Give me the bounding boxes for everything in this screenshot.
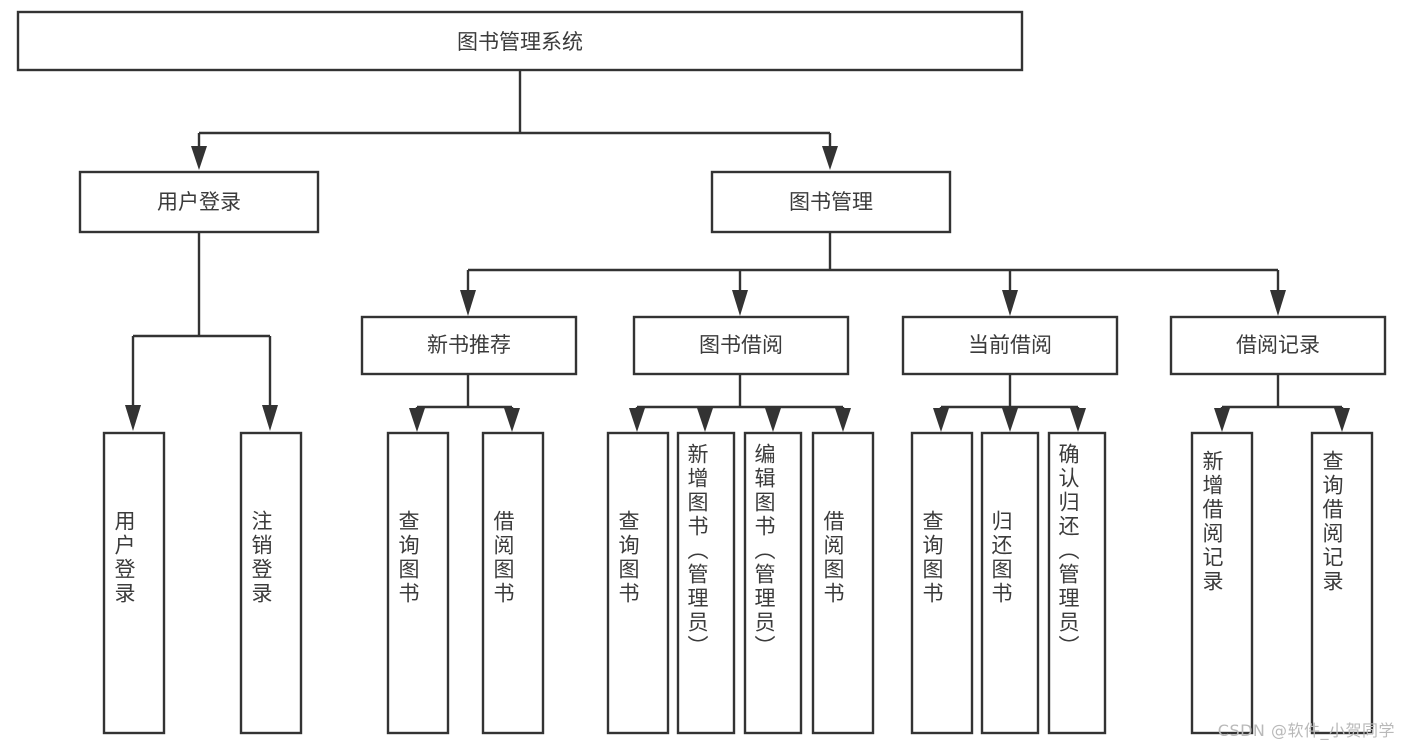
node-box-leaf-add-record[interactable] — [1190, 431, 1254, 735]
connector-group-root — [191, 70, 838, 170]
connector-group-current-borrow — [933, 374, 1086, 432]
arrow-to-current-borrow — [1002, 290, 1018, 316]
node-box-borrow-record[interactable] — [1169, 315, 1387, 376]
arrow-to-leaf-query-book-1 — [409, 408, 425, 432]
node-box-book-borrow[interactable] — [632, 315, 850, 376]
arrow-to-leaf-return-book — [1002, 408, 1018, 432]
arrow-to-borrow-record — [1270, 290, 1286, 316]
node-box-leaf-query-record[interactable] — [1310, 431, 1374, 735]
node-label-book-manage: 图书管理 — [789, 190, 873, 214]
node-label-new-book-rec: 新书推荐 — [427, 333, 511, 357]
node-box-current-borrow[interactable] — [901, 315, 1119, 376]
node-box-leaf-user-login[interactable] — [102, 431, 166, 735]
arrow-to-user-login — [191, 146, 207, 170]
node-box-root[interactable] — [16, 10, 1024, 72]
node-box-book-manage[interactable] — [710, 170, 952, 234]
arrow-to-leaf-confirm-return — [1070, 408, 1086, 432]
node-box-leaf-borrow-book-1[interactable] — [481, 431, 545, 735]
arrow-to-leaf-add-book — [697, 408, 713, 432]
node-box-leaf-query-book-2[interactable] — [606, 431, 670, 735]
arrow-to-book-manage — [822, 146, 838, 170]
node-box-user-login[interactable] — [78, 170, 320, 234]
arrow-to-book-borrow — [732, 290, 748, 316]
arrow-to-leaf-borrow-book-1 — [504, 408, 520, 432]
connector-group-borrow-record — [1214, 374, 1350, 432]
node-box-leaf-return-book[interactable] — [980, 431, 1040, 735]
arrow-to-leaf-borrow-book-2 — [835, 408, 851, 432]
connector-group-user-login — [125, 232, 278, 431]
arrow-to-leaf-add-record — [1214, 408, 1230, 432]
node-box-leaf-logout[interactable] — [239, 431, 303, 735]
csdn-watermark: CSDN @软件_小贺同学 — [1217, 721, 1395, 740]
node-box-new-book-rec[interactable] — [360, 315, 578, 376]
connector-group-new-book-rec — [409, 374, 520, 432]
arrow-to-leaf-user-login — [125, 405, 141, 431]
node-box-leaf-add-book[interactable] — [676, 431, 736, 735]
node-box-leaf-confirm-return[interactable] — [1047, 431, 1107, 735]
node-label-root: 图书管理系统 — [457, 30, 583, 54]
connector-group-book-borrow — [629, 374, 851, 432]
node-label-book-borrow: 图书借阅 — [699, 333, 783, 357]
node-box-leaf-borrow-book-2[interactable] — [811, 431, 875, 735]
arrow-to-leaf-query-record — [1334, 408, 1350, 432]
node-box-leaf-query-book-1[interactable] — [386, 431, 450, 735]
node-label-borrow-record: 借阅记录 — [1236, 333, 1320, 357]
node-box-leaf-edit-book[interactable] — [743, 431, 803, 735]
node-label-user-login: 用户登录 — [157, 190, 241, 214]
connector-group-book-manage — [460, 232, 1286, 316]
arrow-to-leaf-edit-book — [765, 408, 781, 432]
node-box-leaf-query-book-3[interactable] — [910, 431, 974, 735]
arrow-to-leaf-query-book-3 — [933, 408, 949, 432]
arrow-to-leaf-query-book-2 — [629, 408, 645, 432]
node-label-current-borrow: 当前借阅 — [968, 333, 1052, 357]
arrow-to-leaf-logout — [262, 405, 278, 431]
arrow-to-new-book-rec — [460, 290, 476, 316]
